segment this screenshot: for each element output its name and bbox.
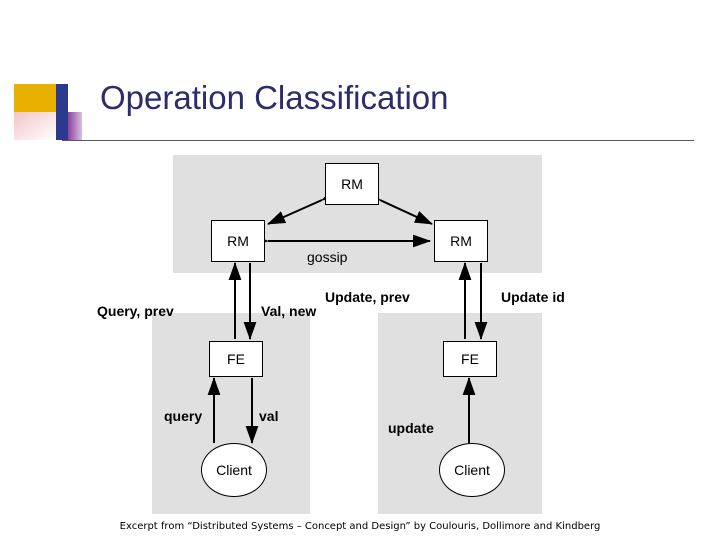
node-client-right: Client bbox=[439, 443, 505, 497]
label-query: query bbox=[164, 408, 203, 424]
label-update: update bbox=[388, 420, 434, 436]
label-query-prev: Query, prev bbox=[97, 303, 174, 319]
decoration-gold-block bbox=[14, 84, 56, 112]
node-client-left: Client bbox=[201, 443, 267, 497]
node-rm-left: RM bbox=[211, 220, 265, 262]
decoration-purple-block bbox=[68, 112, 82, 140]
decoration-blue-bar bbox=[56, 84, 68, 140]
title-divider bbox=[62, 140, 694, 141]
source-footnote: Excerpt from “Distributed Systems – Conc… bbox=[119, 521, 601, 532]
label-update-id: Update id bbox=[501, 289, 565, 305]
label-gossip: gossip bbox=[307, 249, 348, 265]
label-update-prev: Update, prev bbox=[325, 289, 410, 305]
node-fe-right: FE bbox=[443, 341, 497, 377]
label-val: val bbox=[259, 408, 279, 424]
node-rm-right: RM bbox=[434, 220, 488, 262]
node-rm-top: RM bbox=[325, 163, 379, 205]
label-val-new: Val, new bbox=[261, 303, 317, 319]
node-fe-left: FE bbox=[209, 341, 263, 377]
decoration-fade-block bbox=[14, 112, 56, 140]
title-decoration bbox=[14, 84, 88, 140]
page-title: Operation Classification bbox=[100, 79, 449, 116]
